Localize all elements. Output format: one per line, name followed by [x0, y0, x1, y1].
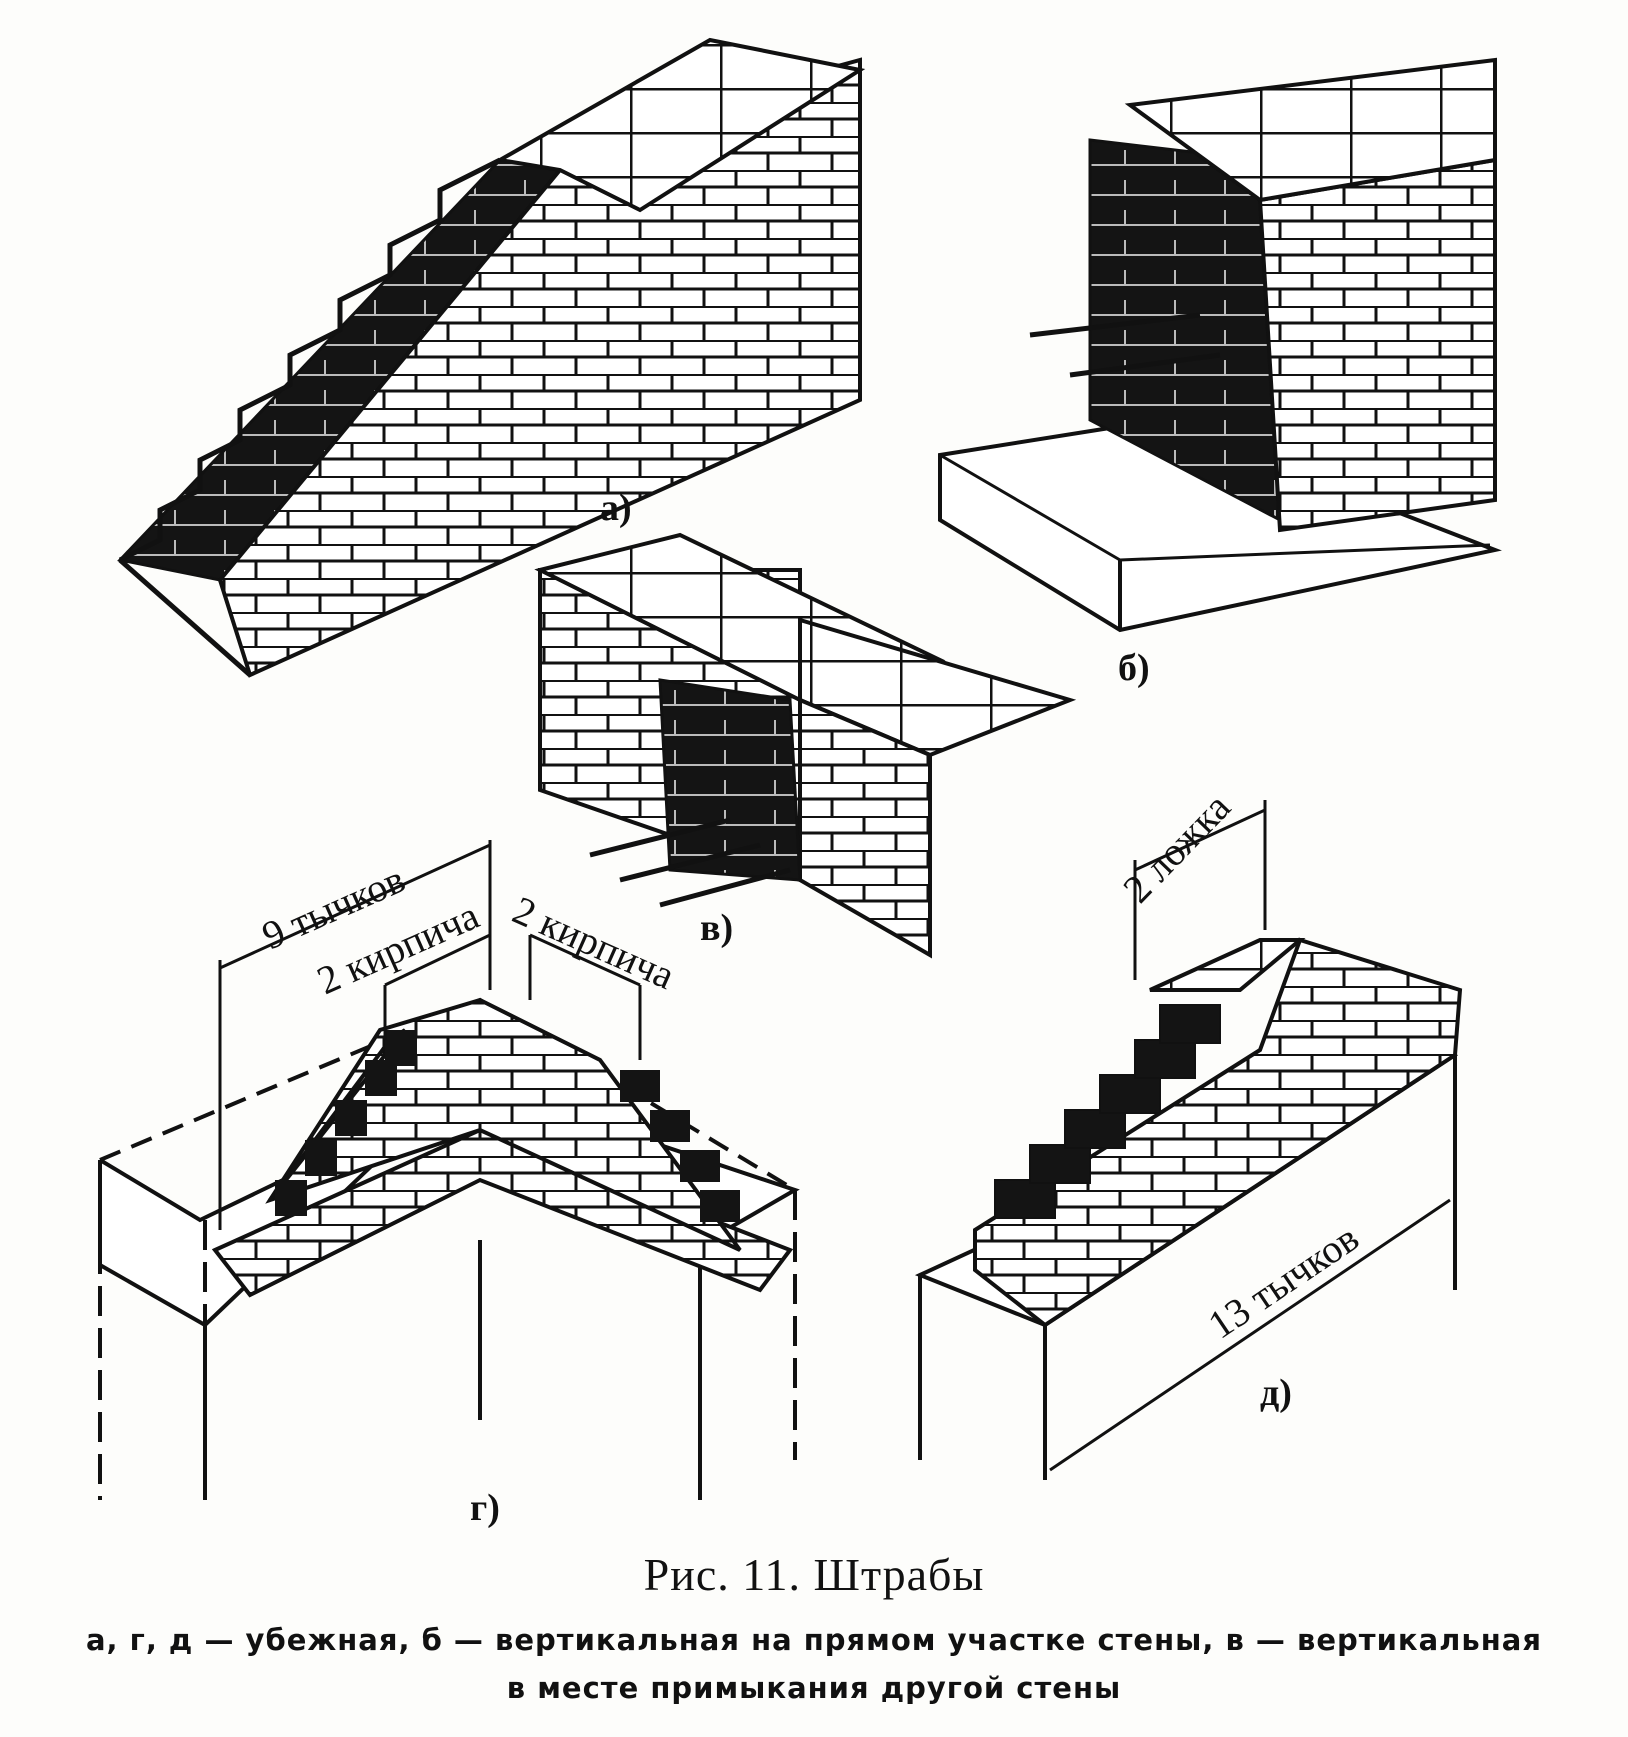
d-dim-total: 13 тычков: [1200, 1215, 1367, 1348]
fig-d-label: д): [1260, 1372, 1292, 1414]
fig-b-label: б): [1118, 647, 1150, 689]
fig-a-label: а): [600, 487, 632, 529]
fig-v-label: в): [700, 907, 733, 949]
caption-title: Рис. 11. Штрабы: [643, 1549, 985, 1600]
caption-line-2: в месте примыкания другой стены: [506, 1671, 1122, 1705]
fig-b-vertical-strap: [938, 57, 1502, 633]
caption-line-1: а, г, д — убежная, б — вертикальная на п…: [85, 1623, 1542, 1657]
d-dim-step: 2 ложка: [1114, 784, 1239, 911]
g-dim-right-step: 2 кирпича: [506, 887, 681, 998]
fig-v-junction-strap: [534, 532, 1077, 959]
fig-g-label: г): [470, 1487, 500, 1529]
fig-d-stepped-wall: [914, 800, 1463, 1480]
fig-g-corner-wall: [98, 840, 800, 1500]
fig-a-stepped-wall: [117, 37, 866, 678]
